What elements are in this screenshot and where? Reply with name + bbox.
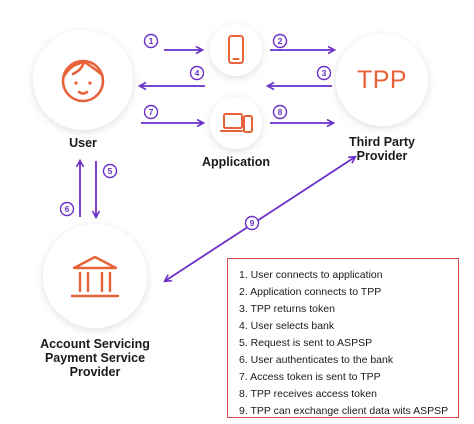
step-badge-7: 7 xyxy=(143,104,159,120)
tpp-node xyxy=(336,34,428,126)
legend-item: 5. Request is sent to ASPSP xyxy=(239,337,373,349)
step-badge-6: 6 xyxy=(59,201,75,217)
step-number: 7 xyxy=(149,107,154,117)
step-number: 4 xyxy=(195,68,200,78)
user-label: User xyxy=(69,136,97,150)
step-number: 6 xyxy=(65,204,70,214)
step-number: 5 xyxy=(108,166,113,176)
user-node xyxy=(33,30,133,130)
aspsp-label: Account Servicing Payment Service Provid… xyxy=(40,337,150,379)
steps-legend: 1. User connects to application 2. Appli… xyxy=(227,258,459,418)
step-badge-5: 5 xyxy=(102,163,118,179)
step-number: 1 xyxy=(149,36,154,46)
step-number: 9 xyxy=(250,218,255,228)
step-badge-9: 9 xyxy=(244,215,260,231)
step-number: 2 xyxy=(278,36,283,46)
application-node-top xyxy=(210,24,262,76)
step-number: 8 xyxy=(278,107,283,117)
aspsp-node xyxy=(43,224,147,328)
legend-item: 8. TPP receives access token xyxy=(239,388,377,400)
step-badge-3: 3 xyxy=(316,65,332,81)
devices-icon xyxy=(220,113,253,133)
legend-item: 9. TPP can exchange client data wits ASP… xyxy=(239,405,449,417)
legend-item: 4. User selects bank xyxy=(239,320,335,332)
step-badge-8: 8 xyxy=(272,104,288,120)
legend-item: 6. User authenticates to the bank xyxy=(239,354,394,366)
step-badge-1: 1 xyxy=(143,33,159,49)
legend-item: 1. User connects to application xyxy=(239,269,383,281)
mobile-phone-icon xyxy=(228,35,244,64)
step-badge-2: 2 xyxy=(272,33,288,49)
step-number: 3 xyxy=(322,68,327,78)
arrow-step-9 xyxy=(165,157,355,281)
legend-item: 7. Access token is sent to TPP xyxy=(239,371,381,383)
tpp-label: Third Party Provider xyxy=(349,135,415,163)
application-node-bottom xyxy=(210,97,262,149)
tpp-logo-text: TPP xyxy=(357,66,407,94)
legend-item: 2. Application connects to TPP xyxy=(239,286,382,298)
application-label: Application xyxy=(201,155,271,169)
legend-item: 3. TPP returns token xyxy=(239,303,335,315)
user-face-icon xyxy=(61,59,105,103)
bank-icon xyxy=(70,255,120,298)
step-badge-4: 4 xyxy=(189,65,205,81)
